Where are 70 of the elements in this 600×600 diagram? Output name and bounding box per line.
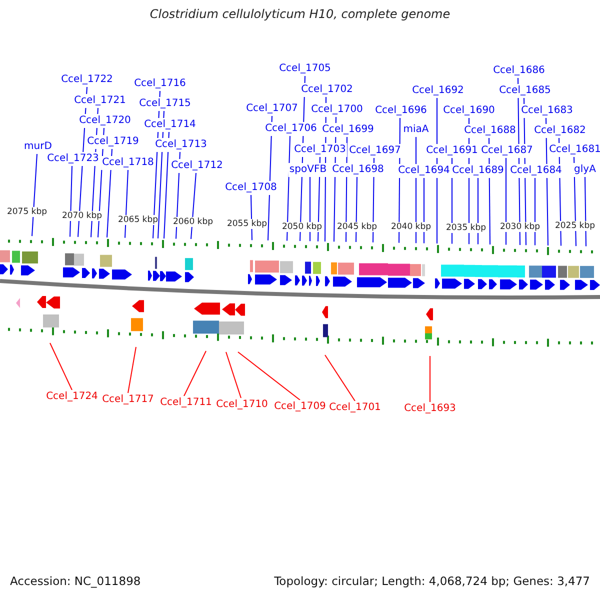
leader-line [32,154,38,237]
scale-label: 2025 kbp [554,221,596,231]
gene-label: Ccel_1685 [498,84,552,98]
gene-label: Ccel_1718 [101,156,155,170]
scale-label: 2060 kbp [172,217,214,227]
gene-label: glyA [573,163,597,177]
gene-label: Ccel_1683 [520,104,574,118]
scale-label: 2075 kbp [6,207,48,217]
gene-label: Ccel_1722 [60,73,114,87]
leader-line [324,354,356,402]
gene-label: Ccel_1702 [300,83,354,97]
gene-label: Ccel_1720 [78,114,132,128]
gene-label: Ccel_1691 [425,144,479,158]
gene-label: Ccel_1710 [215,398,269,412]
scale-label: 2040 kbp [390,222,432,232]
gene-label: Ccel_1684 [509,164,563,178]
gene-label: Ccel_1714 [143,118,197,132]
gene-label: Ccel_1719 [86,135,140,149]
leader-line [70,166,72,238]
gene-label: Ccel_1690 [442,104,496,118]
gene-label: Ccel_1708 [224,181,278,195]
leader-line [584,176,586,247]
gene-label: Ccel_1699 [321,123,375,137]
scale-label: 2050 kbp [282,222,322,232]
leader-line [238,352,300,400]
gene-label: Ccel_1686 [492,64,546,78]
scale-label: 2035 kbp [446,223,486,233]
scale-label: 2045 kbp [336,222,378,232]
gene-label: Ccel_1688 [463,124,517,138]
leader-line [50,342,72,390]
leader-line [226,352,242,398]
gene-label: Ccel_1712 [170,159,224,173]
leader-line [128,346,136,394]
gene-label: Ccel_1701 [328,401,382,415]
gene-label: Ccel_1696 [374,104,428,118]
gene-label: Ccel_1703 [293,143,347,157]
gene-label: Ccel_1694 [397,164,451,178]
gene-label: Ccel_1711 [159,396,213,410]
leader-line [190,172,196,240]
gene-label: Ccel_1715 [138,97,192,111]
scale-label: 2055 kbp [226,219,268,229]
leader-line [164,132,170,239]
footer-text: Topology: circular; Length: 4,068,724 bp; Genes: 3,477 [274,574,590,588]
gene-label: Ccel_1713 [154,138,208,152]
gene-label: Ccel_1681 [548,143,600,157]
gene-label: Ccel_1709 [273,400,327,414]
gene-label: Ccel_1692 [411,84,465,98]
gene-label: Ccel_1707 [245,102,299,116]
gene-label: Ccel_1700 [310,103,364,117]
scale-label: 2070 kbp [62,211,102,221]
gene-label: Ccel_1693 [403,402,457,416]
scale-label: 2065 kbp [118,215,158,225]
gene-label: Ccel_1687 [480,144,534,158]
gene-label: Ccel_1724 [45,390,99,404]
gene-label: Ccel_1721 [73,94,127,108]
leader-line [574,156,576,247]
gene-label: Ccel_1697 [348,144,402,158]
footer-text: Accession: NC_011898 [10,574,141,588]
gene-label: Ccel_1717 [101,393,155,407]
diagram-title: Clostridium cellulolyticum H10, complete genome [148,7,452,21]
gene-label: Ccel_1705 [278,62,332,76]
gene-label: Ccel_1682 [533,124,587,138]
gene-label: Ccel_1706 [264,122,318,136]
gene-label: spoVFB [288,163,328,177]
gene-label: Ccel_1716 [133,77,187,91]
gene-label: Ccel_1723 [46,152,100,166]
gene-label: Ccel_1698 [331,163,385,177]
leader-line [184,350,206,396]
scale-label: 2030 kbp [500,222,540,232]
gene-label: Ccel_1689 [451,164,505,178]
